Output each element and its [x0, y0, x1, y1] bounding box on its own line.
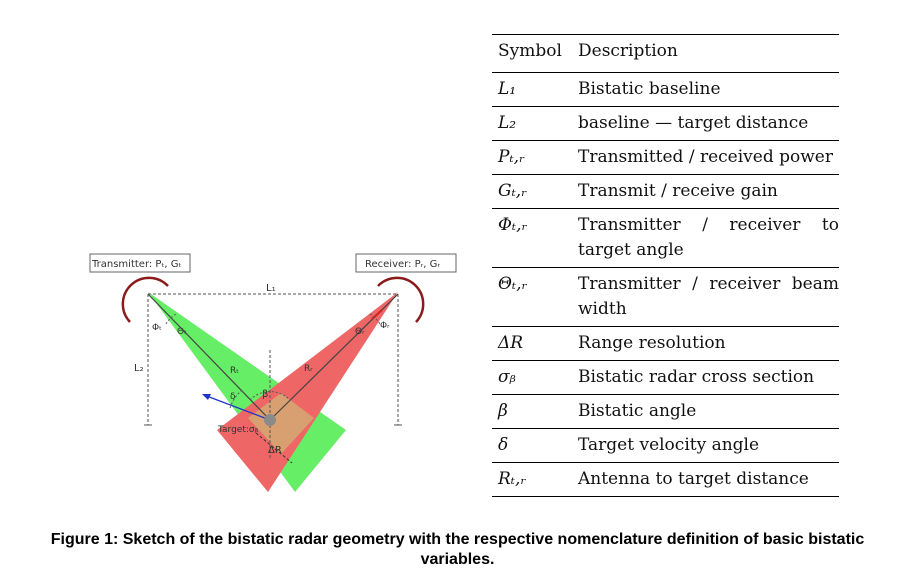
l2-label: L₂	[134, 363, 144, 374]
symbol-cell: Gₜ,ᵣ	[498, 181, 528, 201]
nomenclature-table: Symbol Description L₁ Bistatic baseline L…	[492, 34, 839, 497]
target-label: Target:σᵦ	[217, 425, 259, 435]
l1-label: L₁	[266, 283, 276, 294]
rr-arrow-icon	[371, 309, 383, 320]
description-cell: Transmitted / received power	[578, 147, 833, 167]
velocity-arrow-icon	[203, 394, 271, 421]
theta-t-label: Θₜ	[177, 327, 187, 337]
description-cell: Transmitter / receiver to target angle	[578, 215, 839, 260]
phi-r-label: Φᵣ	[380, 321, 390, 331]
description-cell: Target velocity angle	[578, 435, 760, 455]
rr-label: Rᵣ	[304, 364, 313, 374]
delta-r-label: ΔR	[268, 445, 282, 456]
theta-r-label: Θᵣ	[355, 327, 365, 337]
symbol-cell: L₂	[498, 113, 517, 133]
description-cell: baseline — target distance	[578, 113, 809, 133]
table-row: L₁ Bistatic baseline	[492, 73, 839, 107]
transmitter-label-box	[89, 253, 191, 273]
description-cell: Bistatic radar cross section	[578, 367, 815, 387]
transmitter-label: Transmitter: Pₜ, Gₜ	[91, 259, 182, 270]
symbol-cell: σᵦ	[498, 367, 516, 387]
theta-r-arc	[369, 313, 381, 325]
beta-arc	[249, 391, 291, 401]
rt-line	[147, 293, 271, 421]
velocity-arrowhead-icon	[202, 394, 211, 400]
bistatic-geometry-sketch: Transmitter: Pₜ, Gₜ Receiver: Pᵣ, Gᵣ L₁ …	[89, 253, 457, 492]
phi-t-label: Φₜ	[152, 323, 162, 333]
table-row: β Bistatic angle	[492, 395, 839, 429]
table-row: Pₜ,ᵣ Transmitted / received power	[492, 141, 839, 175]
transmitter-antenna-icon	[121, 276, 169, 323]
receiver-label: Receiver: Pᵣ, Gᵣ	[365, 259, 440, 270]
delta-arc	[229, 389, 243, 409]
beta-label: β	[262, 389, 268, 400]
description-cell: Bistatic angle	[578, 401, 697, 421]
symbol-cell: β	[498, 401, 508, 421]
description-cell: Range resolution	[578, 333, 726, 353]
table-row: Θₜ,ᵣ Transmitter / receiver beam width	[492, 268, 839, 327]
table-row: σᵦ Bistatic radar cross section	[492, 361, 839, 395]
figure-caption: Figure 1: Sketch of the bistatic radar g…	[50, 531, 865, 568]
description-cell: Transmit / receive gain	[578, 181, 778, 201]
table-row: Gₜ,ᵣ Transmit / receive gain	[492, 175, 839, 209]
symbol-cell: Θₜ,ᵣ	[498, 274, 528, 294]
description-cell: Bistatic baseline	[578, 79, 721, 99]
description-cell: Antenna to target distance	[578, 469, 809, 489]
theta-t-arc	[165, 313, 177, 325]
table-row: Φₜ,ᵣ Transmitter / receiver to target ang…	[492, 209, 839, 268]
beam-overlap	[248, 393, 314, 454]
description-cell: Transmitter / receiver beam width	[578, 274, 839, 319]
receiver-antenna-icon	[377, 276, 425, 323]
symbol-cell: δ	[498, 435, 509, 455]
table-header-row: Symbol Description	[492, 34, 839, 73]
target-icon	[264, 414, 276, 426]
symbol-cell: Pₜ,ᵣ	[498, 147, 525, 167]
symbol-cell: Rₜ,ᵣ	[498, 469, 527, 489]
description-header: Description	[578, 41, 678, 61]
symbol-cell: L₁	[498, 79, 517, 99]
symbol-cell: Φₜ,ᵣ	[498, 215, 528, 235]
delta-r-marker	[255, 432, 293, 464]
table-row: δ Target velocity angle	[492, 429, 839, 463]
symbol-cell: ΔR	[498, 333, 524, 353]
receiver-beam	[217, 292, 398, 492]
delta-label: δ	[230, 392, 236, 402]
table-row: L₂ baseline — target distance	[492, 107, 839, 141]
table-row: ΔR Range resolution	[492, 327, 839, 361]
symbol-header: Symbol	[498, 41, 562, 61]
rt-label: Rₜ	[230, 366, 239, 376]
table-row: Rₜ,ᵣ Antenna to target distance	[492, 463, 839, 497]
receiver-label-box	[355, 253, 457, 273]
